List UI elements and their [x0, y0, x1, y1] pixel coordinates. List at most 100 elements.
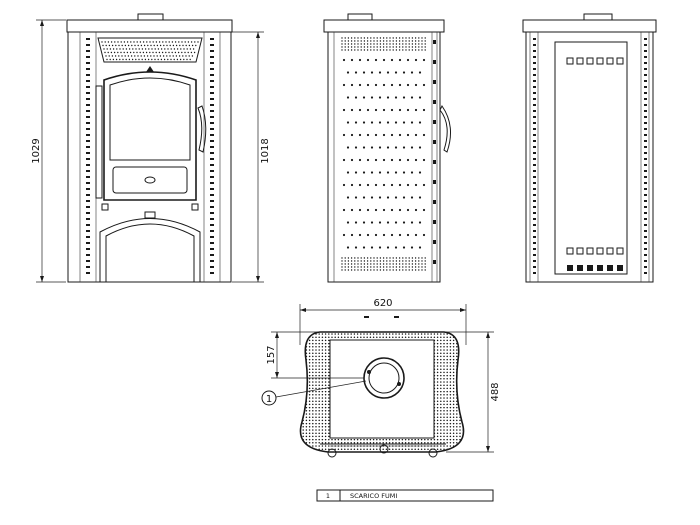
perforation-dot — [312, 435, 314, 438]
perforation-dot — [389, 43, 391, 45]
perforation-dot — [459, 390, 461, 393]
perforation-dot — [354, 260, 356, 262]
door-handle[interactable] — [197, 105, 207, 153]
perforation-dot — [354, 171, 358, 174]
perforation-dot — [318, 445, 320, 447]
perforation-dot — [328, 355, 330, 358]
grille-dot — [168, 51, 170, 54]
perforation-dot — [398, 43, 401, 45]
perforation-dot — [394, 221, 398, 224]
perforation-dot — [373, 40, 375, 42]
perforation-dot — [379, 49, 382, 51]
grille-dot — [119, 58, 121, 61]
perforation-dot — [370, 257, 372, 259]
perforation-dot — [414, 133, 418, 137]
perforation-dot — [312, 374, 314, 377]
vent-mark — [644, 200, 647, 202]
side-perforation — [341, 37, 426, 271]
perforation-dot — [424, 336, 426, 338]
perforation-dot — [462, 349, 464, 351]
grille-dot — [113, 51, 116, 54]
perforation-dot — [342, 158, 346, 162]
perforation-dot — [443, 336, 445, 338]
perforation-dot — [324, 426, 327, 428]
perforation-dot — [436, 426, 439, 428]
perforation-dot — [300, 419, 301, 422]
perforation-dot — [404, 448, 407, 450]
perforation-dot — [328, 416, 330, 418]
perforation-dot — [456, 426, 458, 428]
perforation-dot — [350, 58, 354, 62]
perforation-dot — [456, 342, 458, 345]
perforation-dot — [312, 394, 314, 396]
grille-dot — [110, 41, 113, 43]
perforation-dot — [378, 196, 382, 199]
vent-mark — [86, 98, 90, 100]
perforation-dot — [376, 43, 378, 45]
perforation-dot — [344, 333, 346, 335]
perforation-dot — [366, 233, 370, 237]
perforation-dot — [462, 442, 464, 444]
perforation-dot — [302, 374, 304, 377]
perforation-dot — [305, 403, 308, 406]
perforation-dot — [378, 121, 382, 124]
door-hinge — [95, 85, 103, 199]
perforation-dot — [389, 40, 391, 42]
perforation-dot — [312, 419, 314, 422]
perforation-dot — [462, 400, 464, 402]
perforation-dot — [302, 349, 304, 351]
perforation-dot — [315, 410, 317, 412]
perforation-dot — [372, 336, 375, 338]
perforation-dot — [440, 384, 442, 386]
back-side-vents — [533, 38, 647, 274]
perforation-dot — [354, 263, 356, 265]
perforation-dot — [462, 406, 464, 409]
perforation-dot — [459, 355, 461, 358]
grille-dot — [105, 55, 107, 57]
perforation-dot — [395, 263, 398, 265]
perforation-dot — [436, 355, 439, 358]
perforation-dot — [394, 246, 398, 249]
perforation-dot — [346, 196, 350, 199]
perforation-dot — [344, 260, 346, 262]
perforation-dot — [308, 333, 311, 335]
perforation-dot — [411, 260, 414, 262]
perforation-dot — [366, 266, 369, 268]
perforation-dot — [402, 246, 406, 249]
vent-mark — [210, 236, 214, 238]
perforation-dot — [315, 416, 317, 418]
perforation-dot — [389, 257, 391, 259]
perforation-dot — [449, 387, 452, 390]
grille-dot — [175, 55, 178, 57]
perforation-dot — [408, 336, 410, 338]
perforation-dot — [318, 400, 320, 402]
perforation-dot — [354, 257, 356, 259]
perforation-dot — [312, 342, 314, 345]
perforation-dot — [328, 384, 330, 386]
perforation-dot — [459, 333, 461, 335]
perforation-dot — [382, 269, 385, 271]
perforation-dot — [404, 438, 407, 441]
perforation-dot — [392, 269, 394, 271]
vent-mark — [644, 68, 647, 70]
perforation-dot — [456, 394, 458, 396]
perforation-dot — [318, 342, 320, 345]
perforation-dot — [340, 442, 343, 444]
perforation-dot — [452, 448, 455, 450]
perforation-dot — [305, 333, 308, 335]
grille-arrow — [146, 66, 154, 72]
perforation-dot — [357, 37, 359, 39]
grille-dot — [114, 41, 116, 43]
perforation-dot — [342, 208, 346, 212]
perforation-dot — [362, 196, 366, 199]
perforation-dot — [398, 83, 402, 87]
perforation-dot — [300, 365, 301, 367]
perforation-dot — [462, 397, 464, 399]
grille-dot — [109, 58, 111, 61]
vent-mark — [533, 50, 536, 52]
perforation-dot — [315, 384, 317, 386]
perforation-dot — [382, 208, 386, 212]
perforation-dot — [449, 397, 452, 399]
perforation-dot — [392, 260, 394, 262]
perforation-dot — [340, 448, 343, 450]
